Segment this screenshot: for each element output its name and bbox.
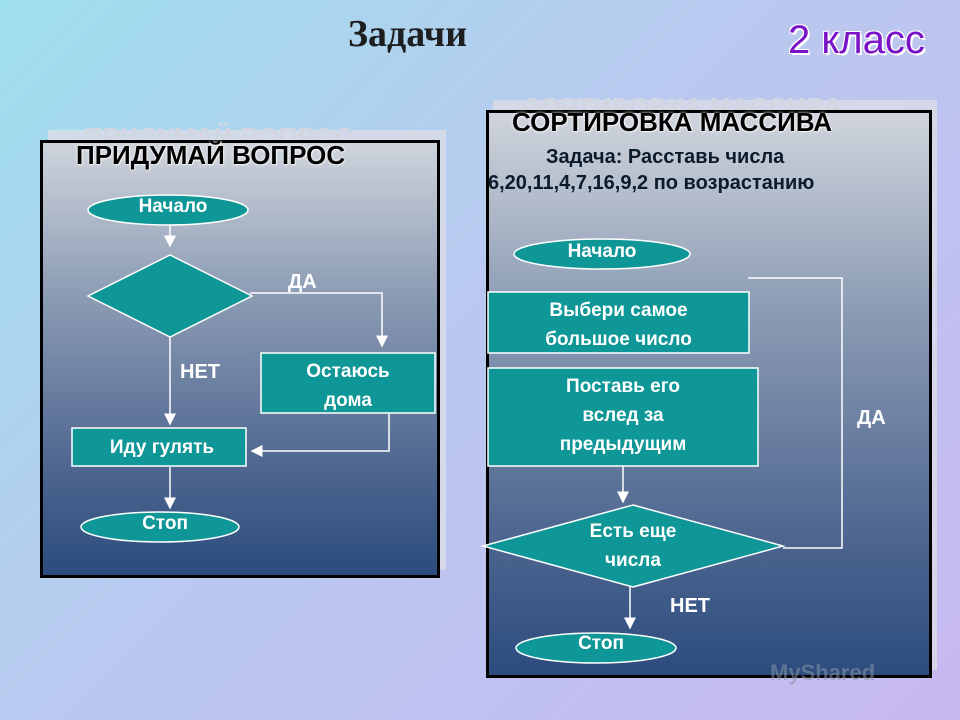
left-start-terminal <box>87 194 249 226</box>
grade-label: 2 класс <box>788 18 925 62</box>
left-walk-box <box>71 427 247 467</box>
right-start-terminal <box>513 238 691 270</box>
right-yes-label: ДА <box>857 407 886 429</box>
right-decision-diamond <box>480 504 786 588</box>
right-connector-loop-yes <box>748 277 843 549</box>
right-step1-label-line1: Выбери самое <box>549 300 688 321</box>
right-step1-box <box>487 291 750 354</box>
right-step2-label-line2: вслед за <box>582 405 664 426</box>
left-yes-label: ДА <box>288 271 317 293</box>
right-decision-label-line2: числа <box>605 550 661 571</box>
left-connector-yes <box>250 292 388 348</box>
right-step2-box <box>487 367 759 467</box>
left-stay-home-box <box>260 352 436 414</box>
right-decision-label-line1: Есть еще <box>589 521 677 542</box>
left-no-label: НЕТ <box>180 361 220 383</box>
left-stop-terminal <box>80 511 240 543</box>
right-step2-label-line1: Поставь его <box>566 376 680 397</box>
left-stop-label: Стоп <box>142 513 188 534</box>
left-panel-title: ПРИДУМАЙ ВОПРОС <box>76 140 346 170</box>
left-stay-label-line1: Остаюсь <box>306 361 390 382</box>
left-walk-label: Иду гулять <box>109 437 215 458</box>
task-text-line2: 6,20,11,4,7,16,9,2 по возрастанию <box>488 172 815 194</box>
watermark-logo: MyShared <box>770 660 876 685</box>
left-connector-stay-to-walk <box>250 412 390 457</box>
right-no-label: НЕТ <box>670 595 710 617</box>
right-step2-label-line3: предыдущим <box>559 434 687 455</box>
page-title: Задачи <box>348 13 468 55</box>
left-decision-diamond <box>86 254 254 338</box>
right-stop-label: Стоп <box>578 633 624 654</box>
right-step1-label-line2: большое число <box>545 329 692 350</box>
left-start-label: Начало <box>138 196 208 217</box>
left-stay-label-line2: дома <box>324 390 372 411</box>
right-stop-terminal <box>515 632 677 664</box>
right-panel-title: СОРТИРОВКА МАССИВА <box>512 107 833 137</box>
right-start-label: Начало <box>567 241 637 262</box>
task-text-line1: Задача: Расставь числа <box>546 146 785 168</box>
